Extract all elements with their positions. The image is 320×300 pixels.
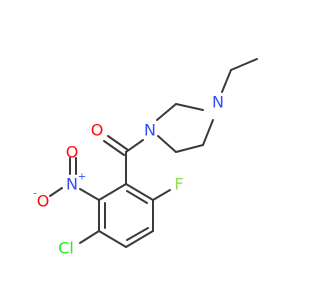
nitro-oxygen-top-label: O: [66, 143, 79, 162]
piperazine-ring: [156, 103, 214, 153]
nitro-positive-charge: +: [78, 172, 86, 183]
chlorine-bond: [79, 230, 100, 244]
nitro-nitrogen-label: N: [66, 175, 78, 194]
piperazine-nitrogen-1-label: N: [144, 121, 156, 140]
piperazine-nitrogen-4-label: N: [212, 93, 224, 112]
fluorine-label: F: [174, 175, 183, 194]
nitro-negative-charge: -: [33, 189, 37, 200]
carbonyl-oxygen-label: O: [91, 121, 104, 140]
nitro-oxygen-left-label: O: [37, 192, 50, 211]
ethyl-group: [221, 58, 258, 93]
carbonyl-amide-bond: [125, 139, 144, 153]
structure-drawing: O N N N + O O - F Cl: [33, 58, 258, 258]
benzene-ring: [98, 183, 154, 248]
chlorine-label: Cl: [58, 239, 74, 258]
fluorine-bond: [152, 189, 171, 201]
molecule-diagram: O N N N + O O - F Cl: [33, 58, 258, 258]
carbonyl-double-bond: [103, 135, 129, 156]
nitro-group-bonds: [49, 157, 100, 201]
